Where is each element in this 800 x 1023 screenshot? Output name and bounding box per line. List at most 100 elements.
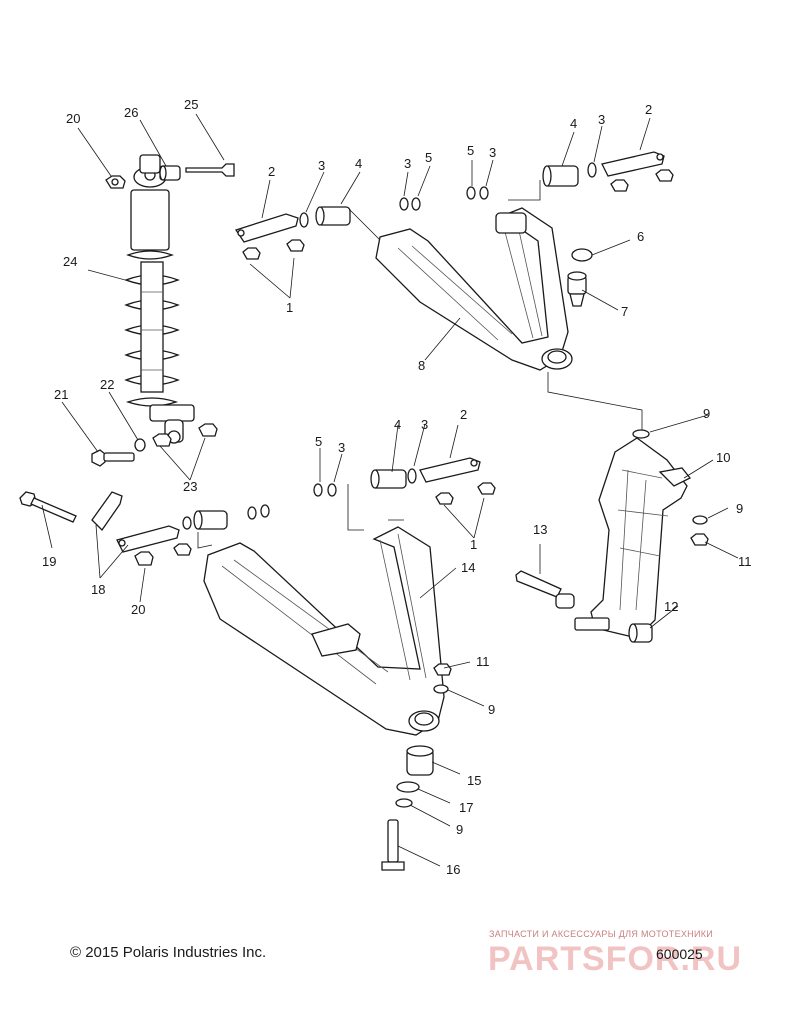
bushing-4-upper-left (315, 206, 351, 226)
washer-22 (134, 438, 146, 452)
callout-8: 8 (418, 358, 425, 373)
nut-1-upper-b (286, 239, 305, 252)
bolt-16 (381, 819, 405, 871)
nut-11-lower (433, 663, 452, 676)
washer-3-upper-far (587, 162, 597, 178)
pivot-bolt-2-right-upper (601, 151, 665, 177)
nut-lower-left (173, 543, 192, 556)
callout-13: 13 (533, 522, 547, 537)
callout-3-lower-left: 3 (338, 440, 345, 455)
ring-5-upper-mid (411, 197, 421, 211)
callout-17: 17 (459, 800, 473, 815)
callout-3-upper-mid: 3 (404, 156, 411, 171)
callout-4-lower: 4 (394, 417, 401, 432)
callout-2-upper-right: 2 (645, 102, 652, 117)
ball-joint-15 (406, 745, 434, 776)
ring-5-lower (313, 483, 323, 497)
callout-11-lower: 11 (476, 654, 490, 669)
bushing-4-upper-right (542, 165, 579, 187)
callout-5-upper-mid: 5 (425, 150, 432, 165)
callout-1-upper: 1 (286, 300, 293, 315)
figure-number: 600025 (656, 946, 703, 962)
washer-9-knuckle-side (692, 515, 708, 525)
callout-labels: 20 26 25 24 22 21 23 1 2 3 4 3 5 5 3 4 3… (42, 97, 752, 877)
pivot-bolt-2-left-upper (234, 213, 299, 243)
callout-15: 15 (467, 773, 481, 788)
callout-2-upper-left: 2 (268, 164, 275, 179)
washer-3-upper-right (479, 186, 489, 200)
washer-lower-left-b (247, 506, 257, 520)
nut-right-upper-a (610, 179, 629, 192)
nut-20-lower (134, 551, 154, 566)
callout-18: 18 (91, 582, 105, 597)
nut-right-upper-b (655, 169, 674, 182)
bushing-12 (628, 623, 653, 643)
callout-7: 7 (621, 304, 628, 319)
callout-12: 12 (664, 599, 678, 614)
callout-3-upper-far: 3 (598, 112, 605, 127)
callout-9-knuckle-top: 9 (703, 406, 710, 421)
copyright-text: © 2015 Polaris Industries Inc. (70, 944, 267, 961)
callout-4-upper-left: 4 (355, 156, 362, 171)
bolt-21 (91, 449, 135, 467)
callout-23: 23 (183, 479, 197, 494)
bushing-26 (159, 165, 181, 181)
callout-26: 26 (124, 105, 138, 120)
bushing-4-lower (370, 469, 407, 489)
callout-4-upper-right: 4 (570, 116, 577, 131)
shock-absorber (124, 154, 195, 444)
nut-23-b (198, 423, 218, 437)
callout-22: 22 (100, 377, 114, 392)
washer-3-upper-left (299, 212, 309, 228)
callout-20-lower: 20 (131, 602, 145, 617)
callout-21: 21 (54, 387, 68, 402)
watermark-tagline: ЗАПЧАСТИ И АКСЕССУАРЫ ДЛЯ МОТОТЕХНИКИ (489, 929, 714, 939)
washer-9-lower-stack (395, 798, 413, 808)
callout-24: 24 (63, 254, 77, 269)
nut-1-lower-a (435, 492, 454, 505)
callout-9-lower-stack: 9 (456, 822, 463, 837)
nut-23-a (152, 433, 172, 447)
retaining-ring-17 (396, 781, 420, 793)
ball-joint-7 (567, 271, 587, 307)
washer-3-lower-b (407, 468, 417, 484)
callout-10: 10 (716, 450, 730, 465)
flange-nut-20-top (105, 175, 126, 189)
washer-3-lower (327, 483, 337, 497)
bolt-19 (19, 491, 77, 523)
callout-5-lower: 5 (315, 434, 322, 449)
washer-3-upper-mid (399, 197, 409, 211)
pivot-bolt-2-lower (419, 457, 481, 483)
washer-9-lower-arm (433, 684, 449, 694)
bushing-lower-left (193, 510, 228, 530)
pin-13 (515, 570, 575, 609)
pivot-bolt-18-mid (91, 491, 123, 532)
bolt-25 (185, 163, 235, 177)
nut-1-upper-a (242, 247, 261, 260)
callout-9-lower-arm: 9 (488, 702, 495, 717)
ring-lower-left (260, 504, 270, 518)
nut-11-knuckle (690, 533, 709, 546)
callout-9-knuckle-side: 9 (736, 501, 743, 516)
ring-5-upper-right (466, 186, 476, 200)
washer-9-knuckle-top (632, 429, 650, 439)
watermark-logo: PARTSFOR.RU (488, 940, 743, 978)
nut-1-lower-b (477, 482, 496, 495)
callout-19: 19 (42, 554, 56, 569)
callout-3-upper-right: 3 (489, 145, 496, 160)
callout-16: 16 (446, 862, 460, 877)
callout-5-upper-right: 5 (467, 143, 474, 158)
callout-2-lower: 2 (460, 407, 467, 422)
callout-14: 14 (461, 560, 475, 575)
callout-6: 6 (637, 229, 644, 244)
pivot-bolt-18-left (116, 525, 180, 553)
upper-a-arm-8 (375, 207, 573, 371)
callout-25: 25 (184, 97, 198, 112)
callout-3-lower-right: 3 (421, 417, 428, 432)
retaining-ring-6 (571, 248, 593, 262)
callout-3-upper-left: 3 (318, 158, 325, 173)
washer-lower-left-a (182, 516, 192, 530)
callout-1-lower: 1 (470, 537, 477, 552)
leader-lines (41, 113, 739, 867)
